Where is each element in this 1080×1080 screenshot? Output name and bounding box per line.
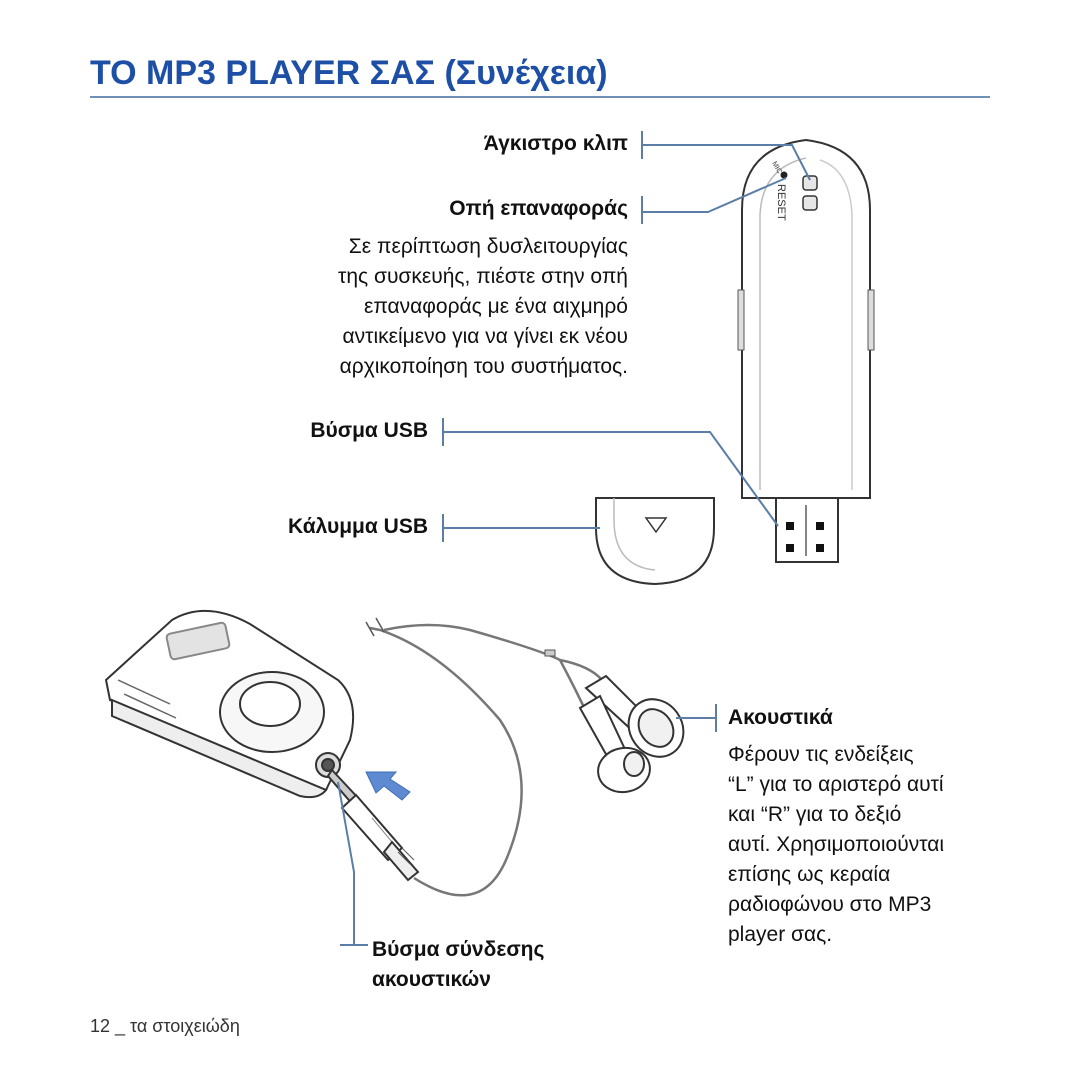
insert-arrow-icon	[365, 771, 411, 801]
usb-cover-label: Κάλυμμα USB	[288, 515, 428, 538]
reset-desc-line: επαναφοράς με ένα αιχμηρό	[363, 295, 628, 318]
reset-hole-label: Οπή επαναφοράς	[449, 197, 628, 220]
usb-plug	[775, 497, 839, 563]
reset-hole	[780, 171, 788, 179]
callout-lines	[337, 131, 811, 946]
reset-desc-line: αντικείμενο για να γίνει εκ νέου	[342, 325, 628, 348]
earphones-desc-line: αυτί. Χρησιμοποιούνται	[728, 833, 944, 856]
page-footer: 12 _ τα στοιχειώδη	[90, 1016, 240, 1036]
earphones-desc-line: ραδιοφώνου στο MP3	[728, 893, 932, 916]
reset-hole-description: Σε περίπτωση δυσλειτουργίας της συσκευής…	[338, 232, 628, 382]
reset-marking: RESET	[775, 184, 787, 221]
earphones-label: Ακουστικά	[728, 706, 833, 729]
triangle-down-icon	[644, 517, 668, 534]
earphone-jack-label-line: ακουστικών	[372, 968, 491, 991]
earphones-desc-line: player σας.	[728, 923, 833, 946]
earphone-jack-label: Βύσμα σύνδεσης ακουστικών	[372, 935, 544, 995]
earphone-cable	[369, 623, 561, 897]
earphones-desc-line: “L” για το αριστερό αυτί	[728, 773, 944, 796]
clip-hook-detail	[802, 175, 818, 211]
page-title: ΤΟ MP3 PLAYER ΣΑΣ (Συνέχεια)	[90, 54, 608, 92]
reset-desc-line: της συσκευής, πιέστε στην οπή	[338, 265, 628, 288]
earphones	[578, 674, 685, 794]
earphones-description: Φέρουν τις ενδείξεις “L” για το αριστερό…	[728, 740, 944, 950]
earphone-jack-plug	[326, 768, 420, 882]
reset-desc-line: Σε περίπτωση δυσλειτουργίας	[348, 235, 628, 258]
usb-cover	[595, 497, 715, 586]
mp3-player-angled	[104, 610, 355, 799]
title-divider	[90, 96, 990, 98]
usb-plug-label: Βύσμα USB	[310, 419, 428, 442]
clip-hook-label: Άγκιστρο κλιπ	[483, 132, 628, 155]
earphone-jack-label-line: Βύσμα σύνδεσης	[372, 938, 545, 961]
earphones-desc-line: Φέρουν τις ενδείξεις	[728, 743, 914, 766]
mp3-player-body	[737, 138, 875, 499]
earphones-desc-line: και “R” για το δεξιό	[728, 803, 902, 826]
earphones-desc-line: επίσης ως κεραία	[728, 863, 891, 886]
reset-desc-line: αρχικοποίηση του συστήματος.	[339, 355, 628, 378]
